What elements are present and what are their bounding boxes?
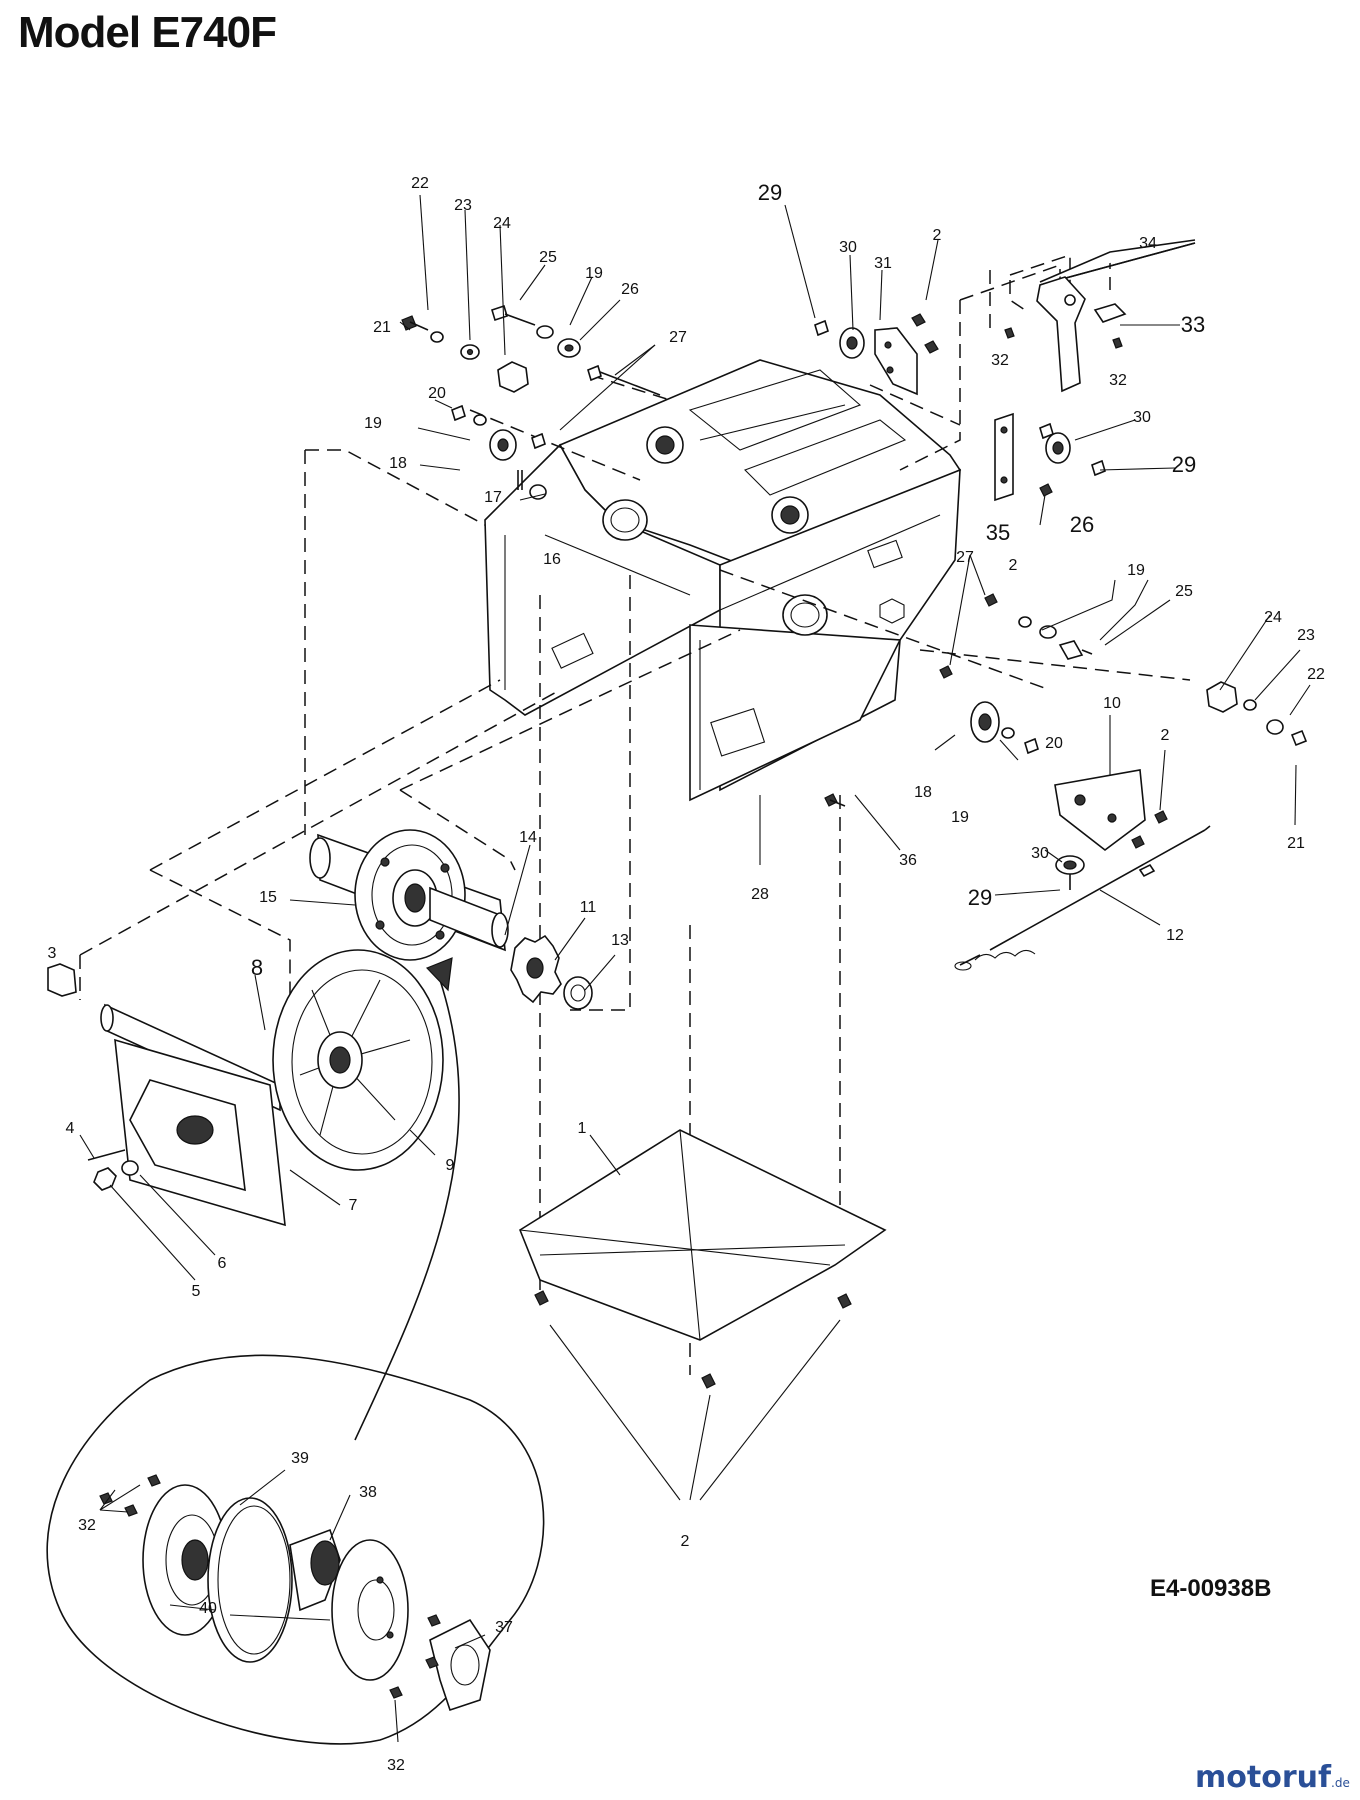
part-label-30: 30: [1133, 409, 1151, 426]
part-label-5: 5: [192, 1283, 201, 1300]
part-label-19: 19: [585, 265, 603, 282]
part-label-17: 17: [484, 489, 502, 506]
part-label-33: 33: [1181, 312, 1205, 337]
part-label-21: 21: [373, 319, 391, 336]
part-label-39: 39: [291, 1450, 309, 1467]
part-label-23: 23: [454, 197, 472, 214]
part-label-37: 37: [495, 1619, 513, 1636]
part-label-7: 7: [349, 1197, 358, 1214]
part-label-19: 19: [364, 415, 382, 432]
frame-housing: [484, 359, 962, 802]
part-label-22: 22: [411, 175, 429, 192]
part-label-21: 21: [1287, 835, 1305, 852]
part-label-32: 32: [387, 1757, 405, 1774]
part-label-22: 22: [1307, 666, 1325, 683]
part-label-27: 27: [669, 329, 687, 346]
part-label-19: 19: [951, 809, 969, 826]
part-label-15: 15: [259, 889, 277, 906]
part-label-28: 28: [751, 886, 769, 903]
part-label-16: 16: [543, 551, 561, 568]
part-label-6: 6: [218, 1255, 227, 1272]
upper-left-hardware: [401, 304, 661, 500]
watermark: motoruf.de: [1195, 1760, 1350, 1795]
part-label-23: 23: [1297, 627, 1315, 644]
part-label-31: 31: [874, 255, 892, 272]
detail-callout-arrow: [354, 957, 460, 1441]
part-label-30: 30: [1031, 845, 1049, 862]
bottom-plate: [519, 1129, 887, 1389]
diagram-title: Model E740F: [18, 8, 277, 57]
wheel-assembly: [47, 949, 444, 1227]
part-label-32: 32: [78, 1517, 96, 1534]
diagram-code: E4-00938B: [1150, 1575, 1272, 1602]
hub-detail-inset: [46, 1354, 545, 1745]
part-label-18: 18: [389, 455, 407, 472]
part-label-13: 13: [611, 932, 629, 949]
part-label-1: 1: [578, 1120, 587, 1137]
part-label-20: 20: [428, 385, 446, 402]
part-label-25: 25: [1175, 583, 1193, 600]
part-label-26: 26: [1070, 512, 1094, 537]
part-label-9: 9: [446, 1157, 455, 1174]
part-label-4: 4: [66, 1120, 75, 1137]
part-label-32: 32: [1109, 372, 1127, 389]
part-label-34: 34: [1139, 235, 1157, 252]
axle-assembly: [309, 829, 593, 1010]
leader-lines: [79, 194, 1311, 1743]
watermark-suffix: .de: [1331, 1776, 1350, 1790]
part-label-14: 14: [519, 829, 537, 846]
part-label-18: 18: [914, 784, 932, 801]
part-label-10: 10: [1103, 695, 1121, 712]
part-label-3: 3: [48, 945, 57, 962]
part-label-12: 12: [1166, 927, 1184, 944]
upper-right-hardware: [814, 239, 1196, 502]
part-label-29: 29: [1172, 452, 1196, 477]
part-label-35: 35: [986, 520, 1010, 545]
part-label-27: 27: [956, 549, 974, 566]
part-label-2: 2: [681, 1533, 690, 1550]
part-label-8: 8: [251, 955, 263, 980]
part-label-40: 40: [199, 1600, 217, 1617]
part-label-36: 36: [899, 852, 917, 869]
part-label-19: 19: [1127, 562, 1145, 579]
part-label-2: 2: [1009, 557, 1018, 574]
part-label-24: 24: [493, 215, 511, 232]
part-label-2: 2: [1161, 727, 1170, 744]
right-side-hardware: [824, 593, 1308, 971]
part-label-25: 25: [539, 249, 557, 266]
part-label-29: 29: [758, 180, 782, 205]
part-label-30: 30: [839, 239, 857, 256]
part-label-26: 26: [621, 281, 639, 298]
part-label-32: 32: [991, 352, 1009, 369]
part-label-20: 20: [1045, 735, 1063, 752]
assembly-guide-lines: [79, 253, 1191, 1375]
part-label-29: 29: [968, 885, 992, 910]
part-label-24: 24: [1264, 609, 1282, 626]
part-label-11: 11: [580, 899, 597, 916]
part-label-2: 2: [933, 227, 942, 244]
watermark-brand: motoruf: [1195, 1760, 1332, 1795]
part-label-38: 38: [359, 1484, 377, 1501]
